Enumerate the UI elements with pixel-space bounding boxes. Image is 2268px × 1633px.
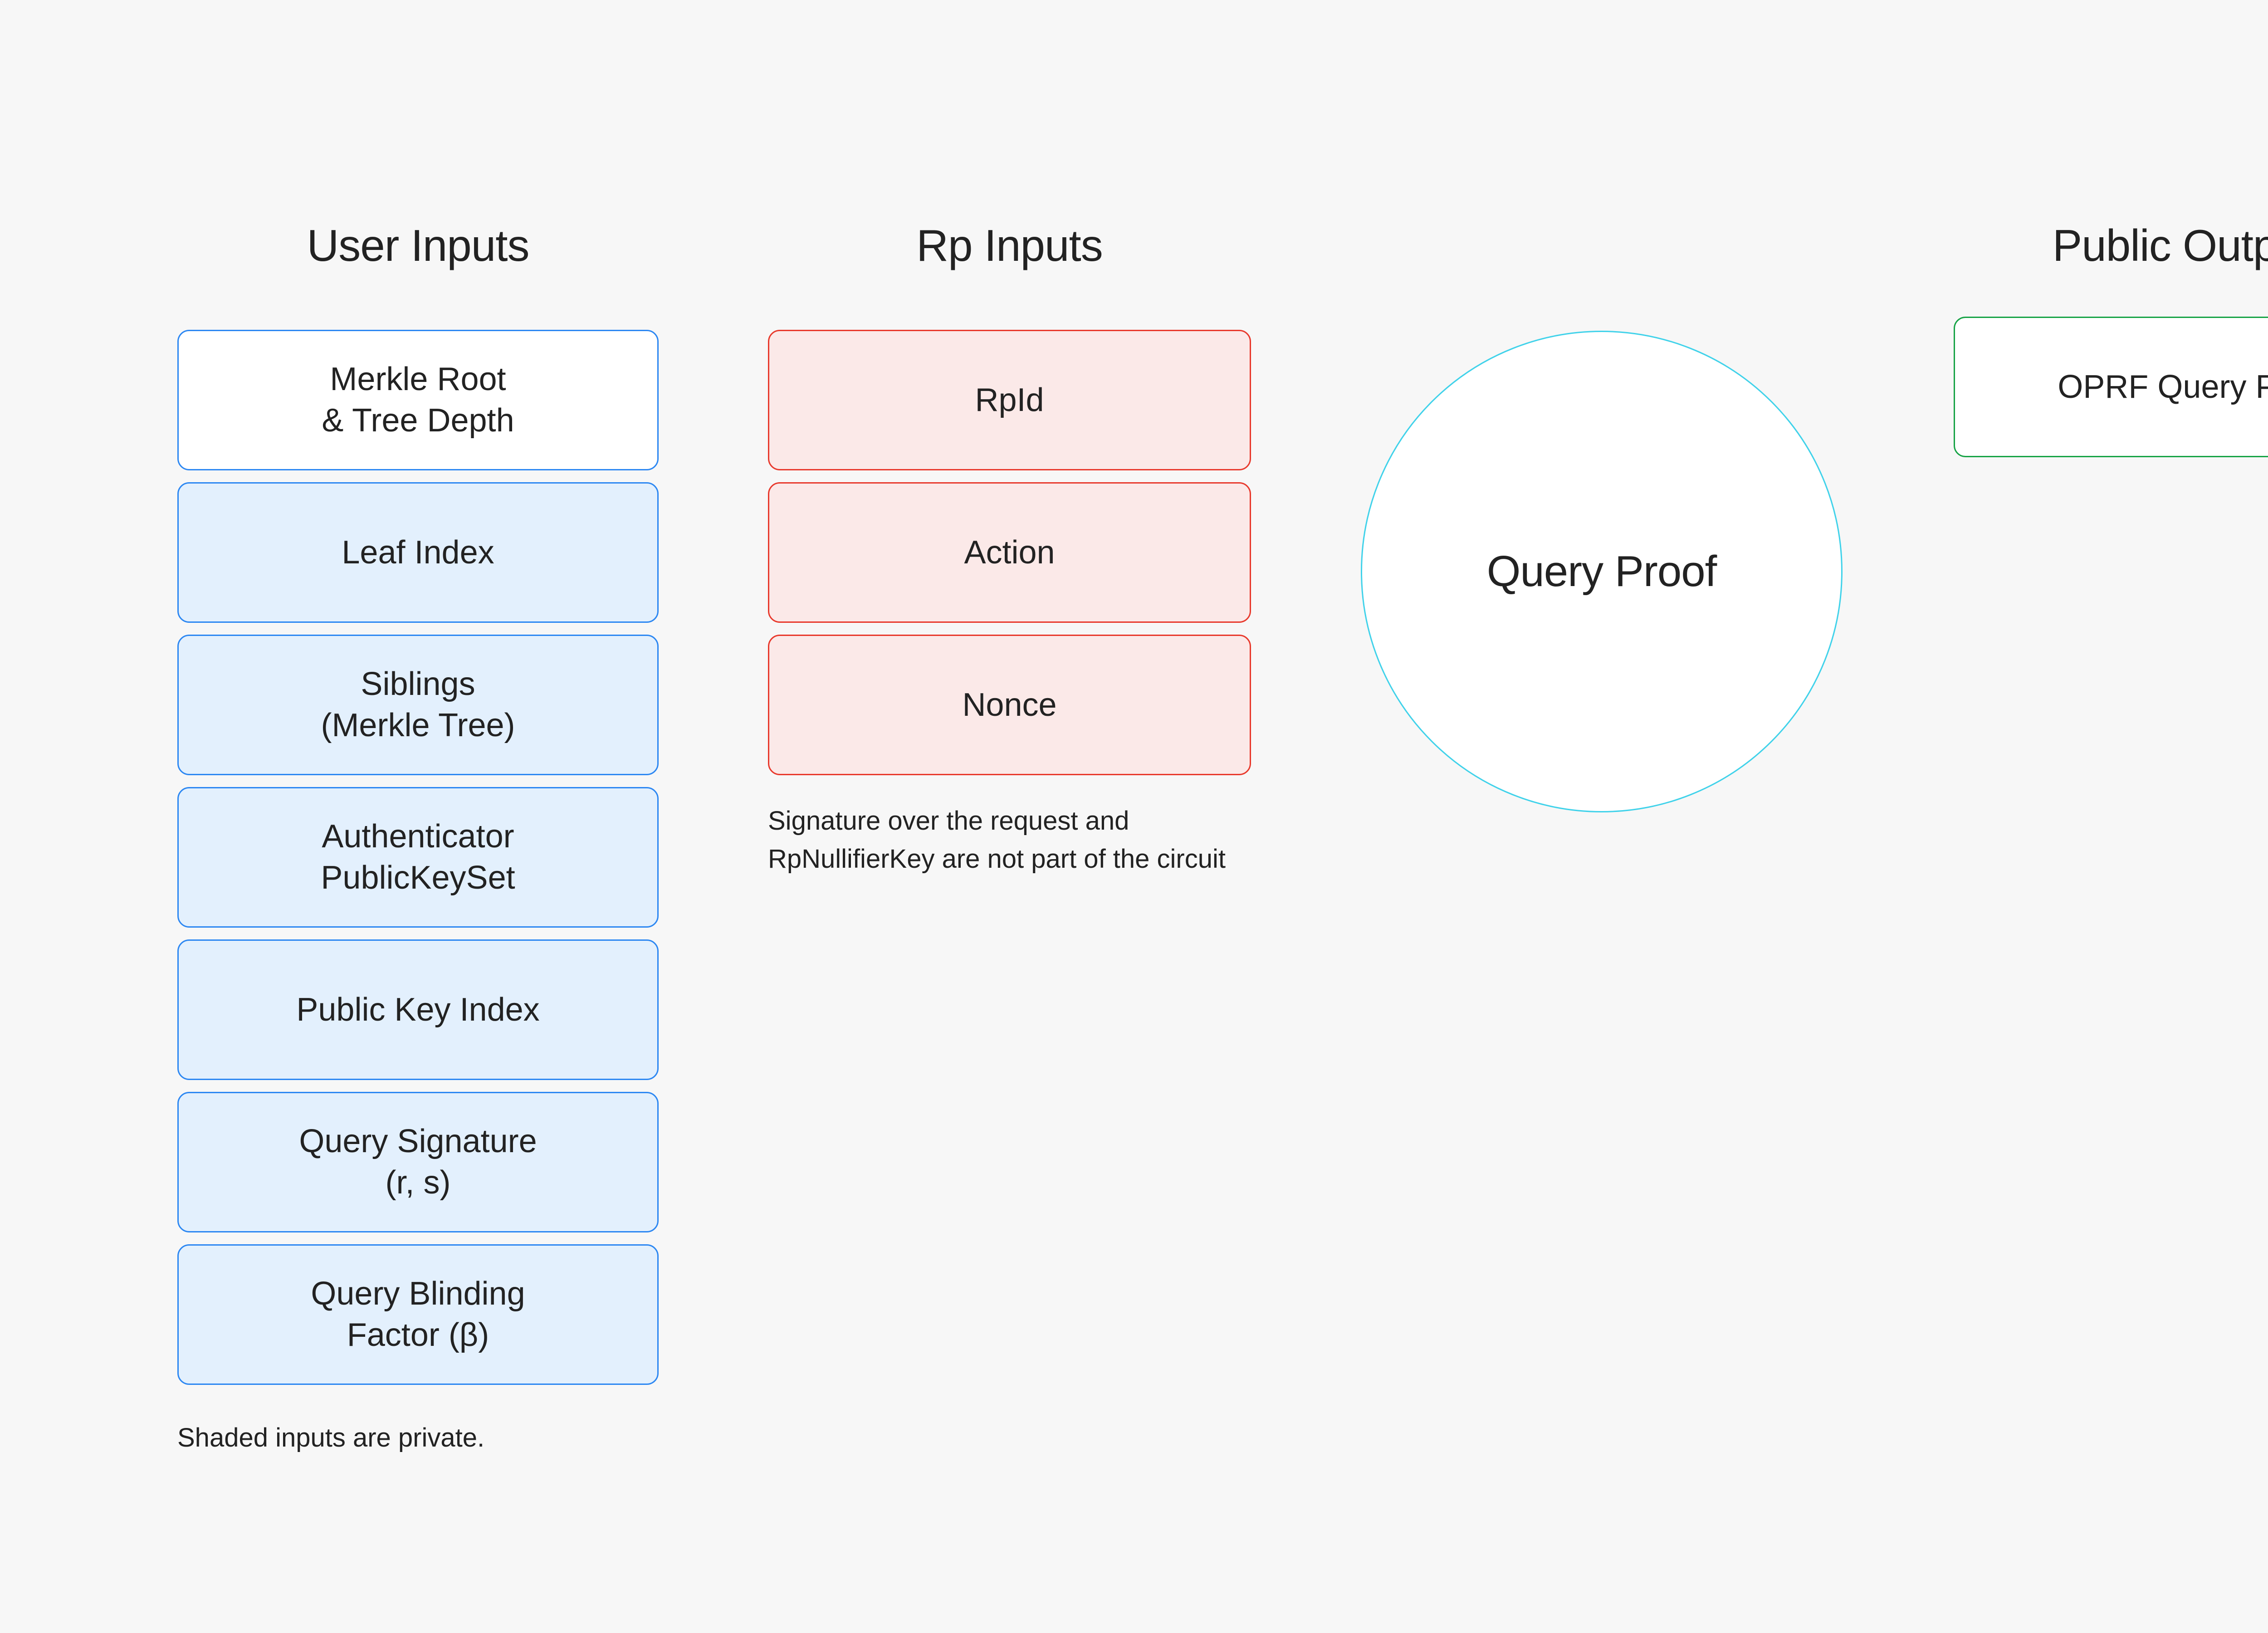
input-box-public-key-index: Public Key Index <box>177 939 659 1080</box>
input-box-merkle-root: Merkle Root & Tree Depth <box>177 330 659 470</box>
query-proof-circle: Query Proof <box>1361 331 1843 812</box>
input-box-authenticator-keys: Authenticator PublicKeySet <box>177 787 659 928</box>
public-outputs-column: OPRF Query Point <box>1954 317 2268 457</box>
user-inputs-title: User Inputs <box>307 220 529 270</box>
rp-signature-note: Signature over the request and RpNullifi… <box>768 806 1226 874</box>
input-box-rpid: RpId <box>768 330 1251 470</box>
output-box-oprf-query-point: OPRF Query Point <box>1954 317 2268 457</box>
input-box-action: Action <box>768 482 1251 623</box>
input-box-leaf-index: Leaf Index <box>177 482 659 623</box>
rp-inputs-title: Rp Inputs <box>916 220 1103 270</box>
input-box-query-blinding: Query Blinding Factor (β) <box>177 1244 659 1385</box>
public-outputs-title: Public Outputs <box>2052 220 2268 270</box>
shaded-inputs-footnote: Shaded inputs are private. <box>177 1423 485 1452</box>
input-box-query-signature: Query Signature (r, s) <box>177 1092 659 1232</box>
user-inputs-column: Merkle Root & Tree Depth Leaf Index Sibl… <box>177 330 659 1385</box>
input-box-nonce: Nonce <box>768 635 1251 775</box>
rp-inputs-column: RpId Action Nonce <box>768 330 1251 775</box>
query-proof-label: Query Proof <box>1486 547 1717 596</box>
input-box-siblings: Siblings (Merkle Tree) <box>177 635 659 775</box>
